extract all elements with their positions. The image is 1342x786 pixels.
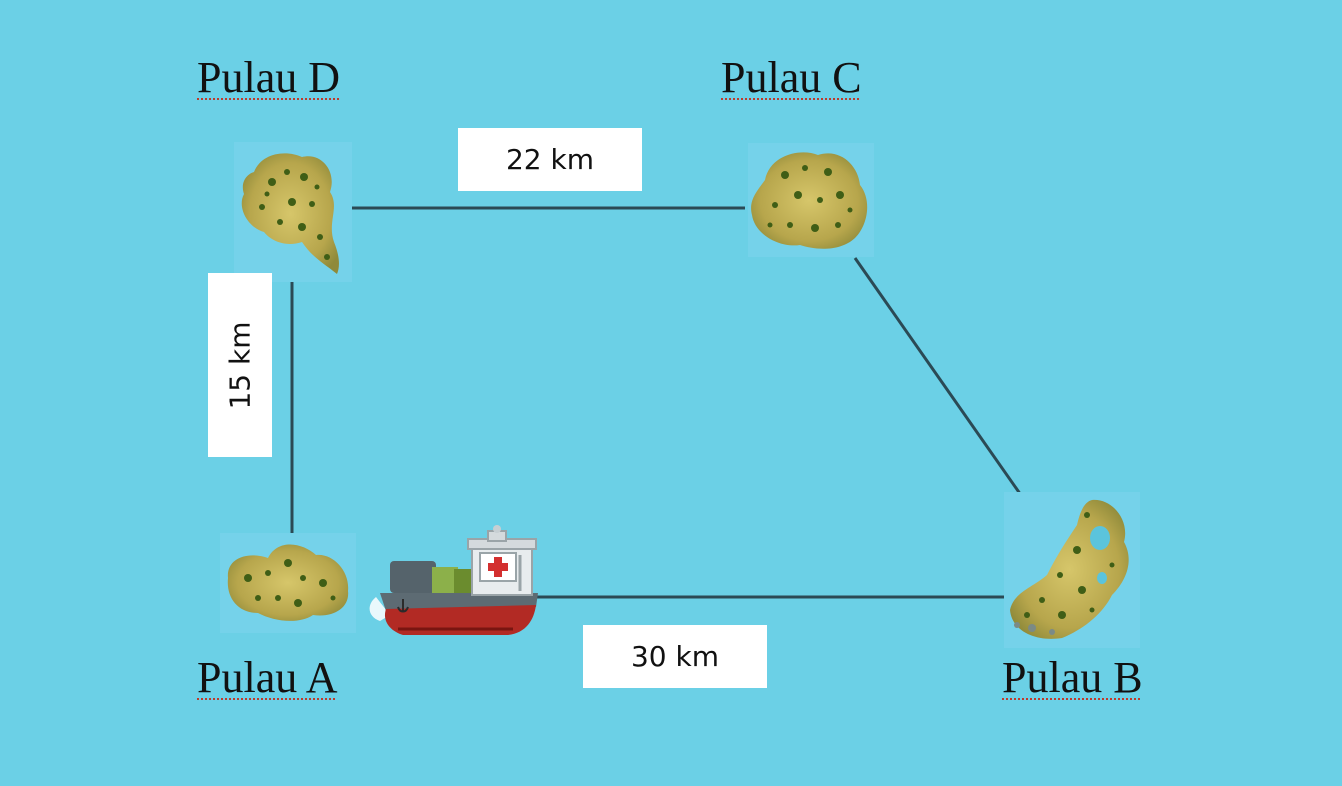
island-label-d: Pulau D <box>197 53 340 102</box>
island-icon <box>748 143 874 257</box>
distance-label-d-a: 15 km <box>208 273 272 457</box>
island-icon <box>1004 492 1140 648</box>
distance-label-a-b: 30 km <box>583 625 767 688</box>
island-label-b: Pulau B <box>1002 653 1143 702</box>
island-label-a: Pulau A <box>197 653 338 702</box>
island-icon <box>220 533 356 633</box>
distance-label-d-c: 22 km <box>458 128 642 191</box>
island-icon <box>234 142 352 282</box>
island-label-c: Pulau C <box>721 53 862 102</box>
ambulance-boat-icon <box>369 525 538 635</box>
